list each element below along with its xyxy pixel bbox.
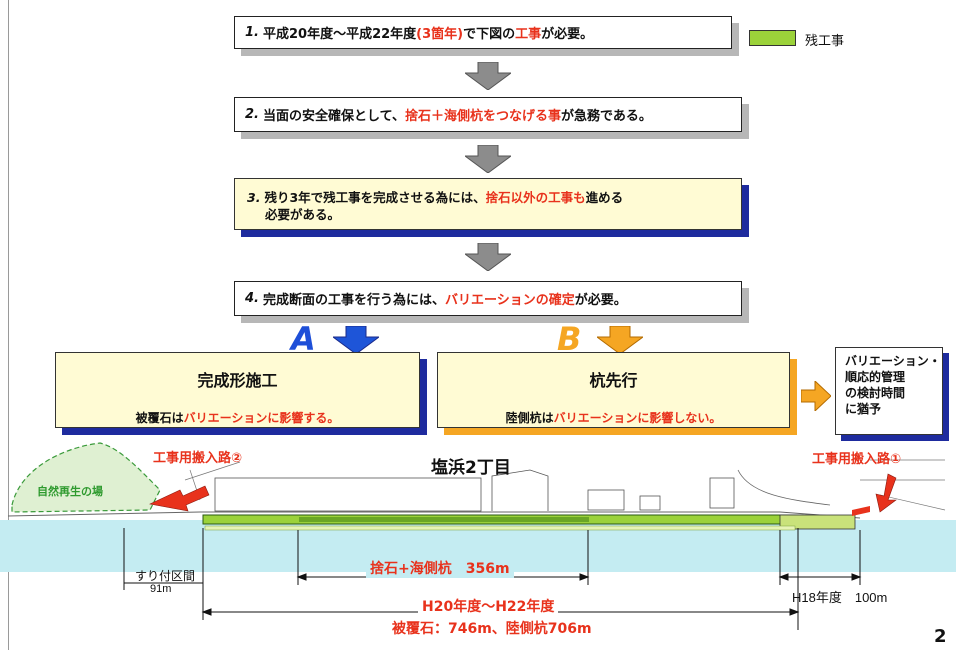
down-arrow-2-icon [465, 145, 511, 173]
step-2-box: 2. 当面の安全確保として、 捨石＋海側杭をつなげる事 が急務である。 [234, 97, 742, 132]
step-4-number: 4. [245, 291, 259, 306]
step-1-box: 1. 平成20年度～平成22年度 (3箇年) で下図の 工事 が必要。 [234, 16, 732, 49]
option-a-letter: A [291, 320, 316, 358]
option-b-letter: B [557, 320, 582, 358]
step-2-text-b: 捨石＋海側杭をつなげる事 [404, 109, 561, 124]
note-line-1: バリエーション・ [845, 354, 941, 368]
down-arrow-3-icon [465, 243, 511, 271]
step-2-number: 2. [245, 107, 259, 122]
option-b-title: 杭先行 [589, 371, 638, 390]
step-1-text-b: (3箇年) [416, 27, 464, 42]
step-3-text-c: 進める [585, 190, 624, 205]
option-b-sub-a: 陸側杭は [505, 411, 554, 425]
page-number: 2 [934, 626, 947, 647]
step-4-box: 4. 完成断面の工事を行う為には、 バリエーションの確定 が必要。 [234, 281, 742, 316]
step-4-text-b: バリエーションの確定 [445, 293, 575, 308]
site-map [0, 442, 956, 630]
step-3-number: 3. [247, 190, 261, 205]
step-3-text-d: 必要がある。 [265, 207, 341, 222]
down-arrow-1-icon [465, 62, 511, 90]
suritsuke-label: すり付区間 [135, 569, 196, 583]
legend-swatch [749, 30, 796, 46]
note-line-4: に猶予 [845, 402, 882, 416]
step-4-text-a: 完成断面の工事を行う為には、 [262, 293, 445, 308]
option-a-arrow-icon [333, 326, 379, 354]
legend-label: 残工事 [805, 33, 845, 48]
option-a-sub-b: バリエーションに影響する。 [183, 411, 340, 425]
option-b-box: 杭先行 陸側杭はバリエーションに影響しない。 [437, 352, 790, 428]
note-line-3: の検討時間 [845, 386, 906, 400]
option-a-sub-a: 被覆石は [135, 411, 184, 425]
suritsuke-length: 91m [150, 583, 172, 595]
step-1-text-d: 工事 [515, 27, 542, 42]
h18-label: H18年度 100m [792, 590, 888, 605]
option-b-sub-b: バリエーションに影響しない。 [553, 411, 722, 425]
step-2-text-c: が急務である。 [560, 109, 652, 124]
route-1-label: 工事用搬入路① [812, 452, 902, 467]
step-1-text-e: が必要。 [541, 27, 594, 42]
route-2-label: 工事用搬入路② [153, 451, 243, 466]
step-1-text-c: で下図の [463, 27, 516, 42]
option-b-subtitle: 陸側杭はバリエーションに影響しない。 [438, 409, 789, 426]
period-label: H20年度～H22年度 [418, 596, 559, 616]
district-label: 塩浜2丁目 [431, 458, 511, 478]
step-4-text-c: が必要。 [574, 293, 627, 308]
step-1-number: 1. [245, 25, 259, 40]
summary-label: 被覆石：746m、陸側杭706m [392, 621, 592, 637]
stone-pile-label: 捨石+海側杭 356m [366, 558, 514, 578]
step-3-text-a: 残り3年で残工事を完成させる為には、 [264, 190, 486, 205]
note-line-2: 順応的管理 [845, 370, 906, 384]
step-3-box: 3.残り3年で残工事を完成させる為には、捨石以外の工事も進める 必要がある。 [234, 178, 742, 230]
right-arrow-icon [801, 381, 831, 411]
option-a-subtitle: 被覆石はバリエーションに影響する。 [56, 409, 419, 426]
option-a-title: 完成形施工 [197, 371, 278, 390]
nature-area-label: 自然再生の場 [37, 485, 103, 498]
left-rule [8, 0, 9, 650]
option-b-arrow-icon [597, 326, 643, 354]
step-1-text-a: 平成20年度～平成22年度 [262, 27, 417, 42]
note-box: バリエーション・ 順応的管理 の検討時間 に猶予 [835, 347, 943, 435]
option-a-box: 完成形施工 被覆石はバリエーションに影響する。 [55, 352, 420, 428]
step-2-text-a: 当面の安全確保として、 [262, 109, 405, 124]
step-3-text-b: 捨石以外の工事も [485, 190, 586, 205]
